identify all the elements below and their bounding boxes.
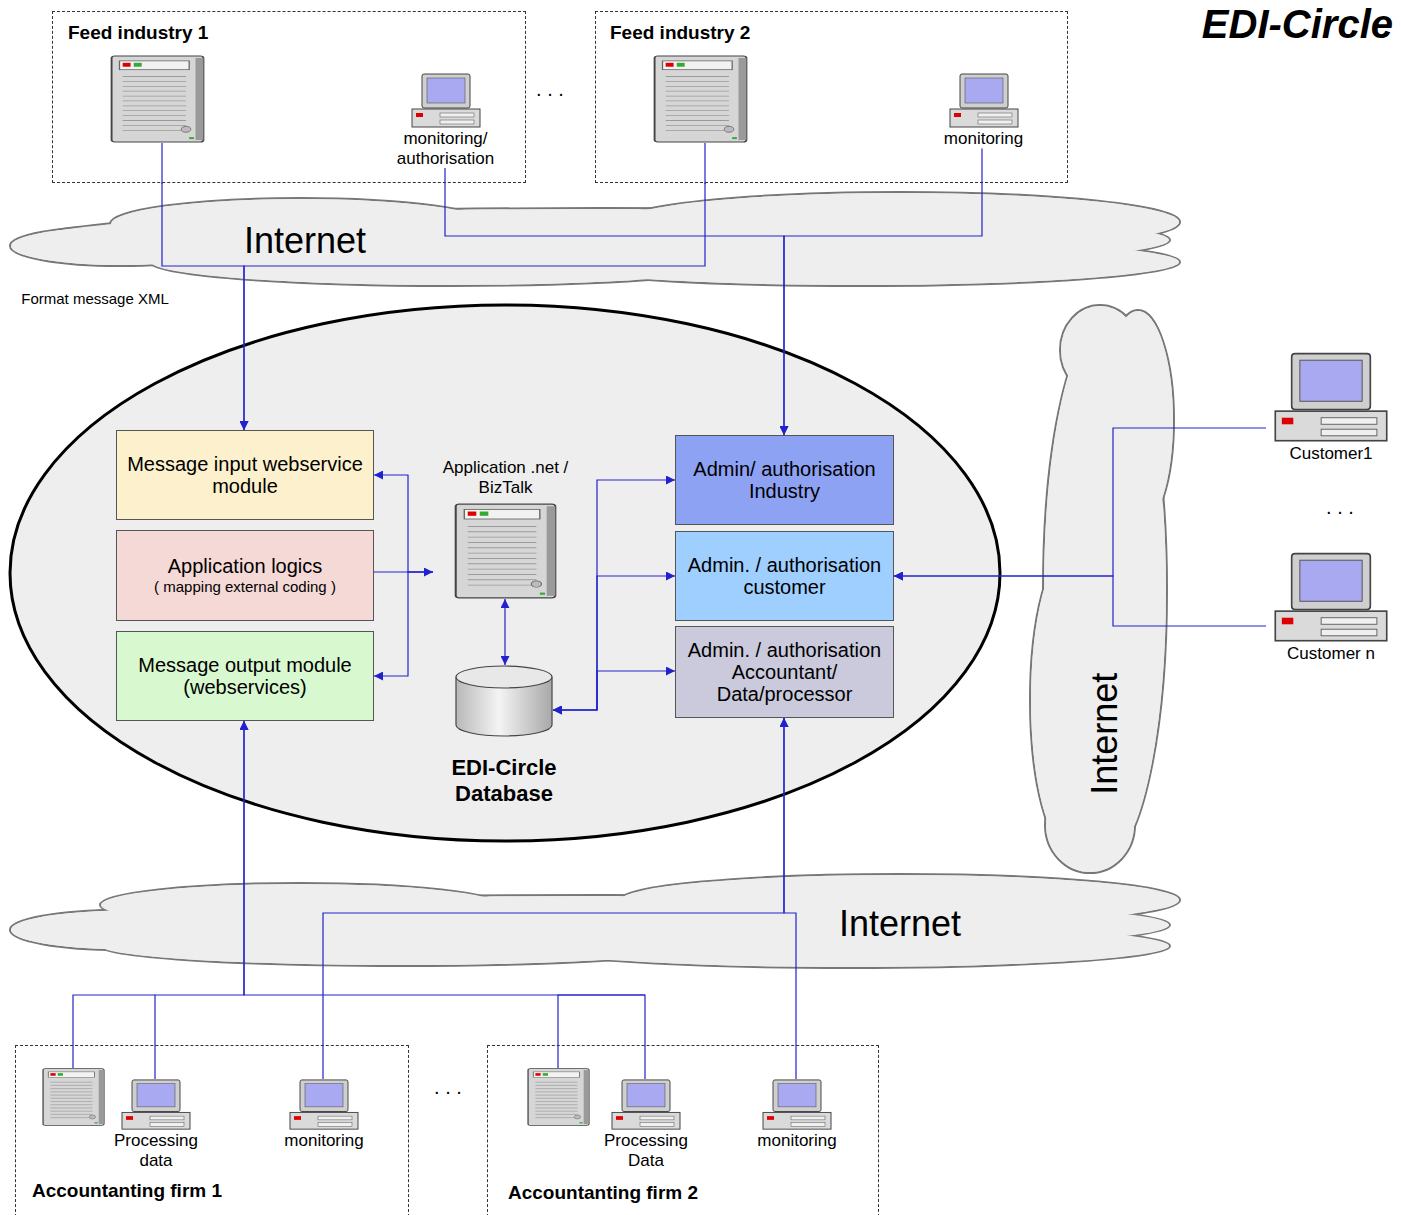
device-label: monitoring/ authorisation bbox=[370, 129, 521, 168]
server-label: Application .net / BizTalk bbox=[433, 458, 578, 497]
group-heading: Accountanting firm 1 bbox=[32, 1180, 222, 1202]
device-label: Customer1 bbox=[1289, 444, 1372, 464]
computer-node: monitoring bbox=[263, 1079, 385, 1151]
connector bbox=[445, 168, 784, 435]
process-box: Message output module (webservices) bbox=[116, 631, 374, 721]
device-label: Customer n bbox=[1287, 644, 1375, 664]
computer-node: Customer1 bbox=[1266, 352, 1396, 464]
connector bbox=[323, 718, 784, 1079]
device-label: monitoring bbox=[757, 1131, 836, 1151]
group-frame: Accountanting firm 1 Processing data monit… bbox=[15, 1045, 409, 1215]
box-text: Application logics bbox=[168, 555, 323, 577]
computer-icon bbox=[288, 1079, 360, 1131]
computer-icon bbox=[120, 1079, 192, 1131]
connector bbox=[784, 718, 796, 1079]
database: EDI-Circle Database bbox=[455, 665, 553, 737]
connector bbox=[894, 428, 1266, 576]
database-label: EDI-Circle Database bbox=[405, 755, 603, 808]
process-box: Application logics ( mapping external cod… bbox=[116, 530, 374, 621]
group-heading: Feed industry 2 bbox=[610, 22, 750, 44]
connector bbox=[553, 480, 675, 710]
box-text: Admin/ authorisation Industry bbox=[682, 458, 887, 502]
internet-clouds bbox=[10, 192, 1180, 968]
network-label: Internet bbox=[805, 903, 995, 944]
computer-icon bbox=[1272, 352, 1390, 444]
system-ellipse bbox=[10, 305, 1000, 841]
network-label: Internet bbox=[205, 220, 405, 261]
computer-node: monitoring bbox=[736, 1079, 858, 1151]
connector bbox=[553, 576, 675, 710]
box-text: Message output module (webservices) bbox=[123, 654, 367, 698]
note-label: Format message XML bbox=[15, 290, 175, 307]
group-frame: Feed industry 2 monitoring bbox=[595, 11, 1068, 183]
computer-icon bbox=[948, 73, 1020, 129]
computer-icon bbox=[610, 1079, 682, 1131]
process-box: Admin. / authorisation customer bbox=[675, 531, 894, 621]
connector bbox=[244, 721, 645, 1079]
connector bbox=[374, 475, 433, 572]
box-text: Admin. / authorisation customer bbox=[682, 554, 887, 598]
connector bbox=[155, 721, 244, 1079]
connector bbox=[894, 576, 1266, 626]
box-text: Message input webservice module bbox=[123, 453, 367, 497]
computer-icon bbox=[1272, 552, 1390, 644]
group-frame: Accountanting firm 2 Processing Data monit… bbox=[487, 1045, 879, 1215]
ellipsis-mark: . . . bbox=[520, 78, 580, 101]
connector bbox=[504, 599, 505, 665]
device-label: monitoring bbox=[944, 129, 1023, 149]
server-wires bbox=[73, 143, 705, 1068]
group-heading: Accountanting firm 2 bbox=[508, 1182, 698, 1204]
connector bbox=[162, 183, 244, 430]
server-icon bbox=[454, 503, 557, 599]
server-icon-wrap bbox=[454, 503, 557, 599]
computer-node: monitoring bbox=[921, 73, 1046, 149]
box-text: ( mapping external coding ) bbox=[154, 579, 336, 596]
process-box: Admin. / authorisation Accountant/ Data/… bbox=[675, 626, 894, 718]
computer-node: monitoring/ authorisation bbox=[370, 73, 521, 168]
process-box: Admin/ authorisation Industry bbox=[675, 435, 894, 525]
connector bbox=[553, 671, 675, 710]
computer-icon bbox=[761, 1079, 833, 1131]
computer-icon bbox=[410, 73, 482, 129]
connector bbox=[784, 149, 982, 435]
server-icons bbox=[43, 56, 746, 1125]
server-node: Application .net / BizTalk bbox=[433, 458, 578, 599]
diagram-title: EDI-Circle bbox=[1202, 2, 1393, 47]
computer-node: Customer n bbox=[1266, 552, 1396, 664]
ellipsis-mark: . . . bbox=[1300, 496, 1380, 519]
device-label: monitoring bbox=[284, 1131, 363, 1151]
ellipsis-mark: . . . bbox=[418, 1076, 478, 1099]
device-label: Processing data bbox=[104, 1131, 209, 1170]
group-frame: Feed industry 1 monitoring/ authorisation bbox=[52, 11, 526, 183]
process-box: Message input webservice module bbox=[116, 430, 374, 520]
computer-node: Processing data bbox=[96, 1079, 216, 1170]
computer-node: Processing Data bbox=[586, 1079, 706, 1170]
connector bbox=[374, 572, 433, 676]
group-heading: Feed industry 1 bbox=[68, 22, 208, 44]
box-text: Admin. / authorisation Accountant/ Data/… bbox=[682, 639, 887, 705]
device-label: Processing Data bbox=[594, 1131, 699, 1170]
network-label: Internet bbox=[1084, 644, 1125, 824]
database-cylinder bbox=[455, 665, 553, 737]
